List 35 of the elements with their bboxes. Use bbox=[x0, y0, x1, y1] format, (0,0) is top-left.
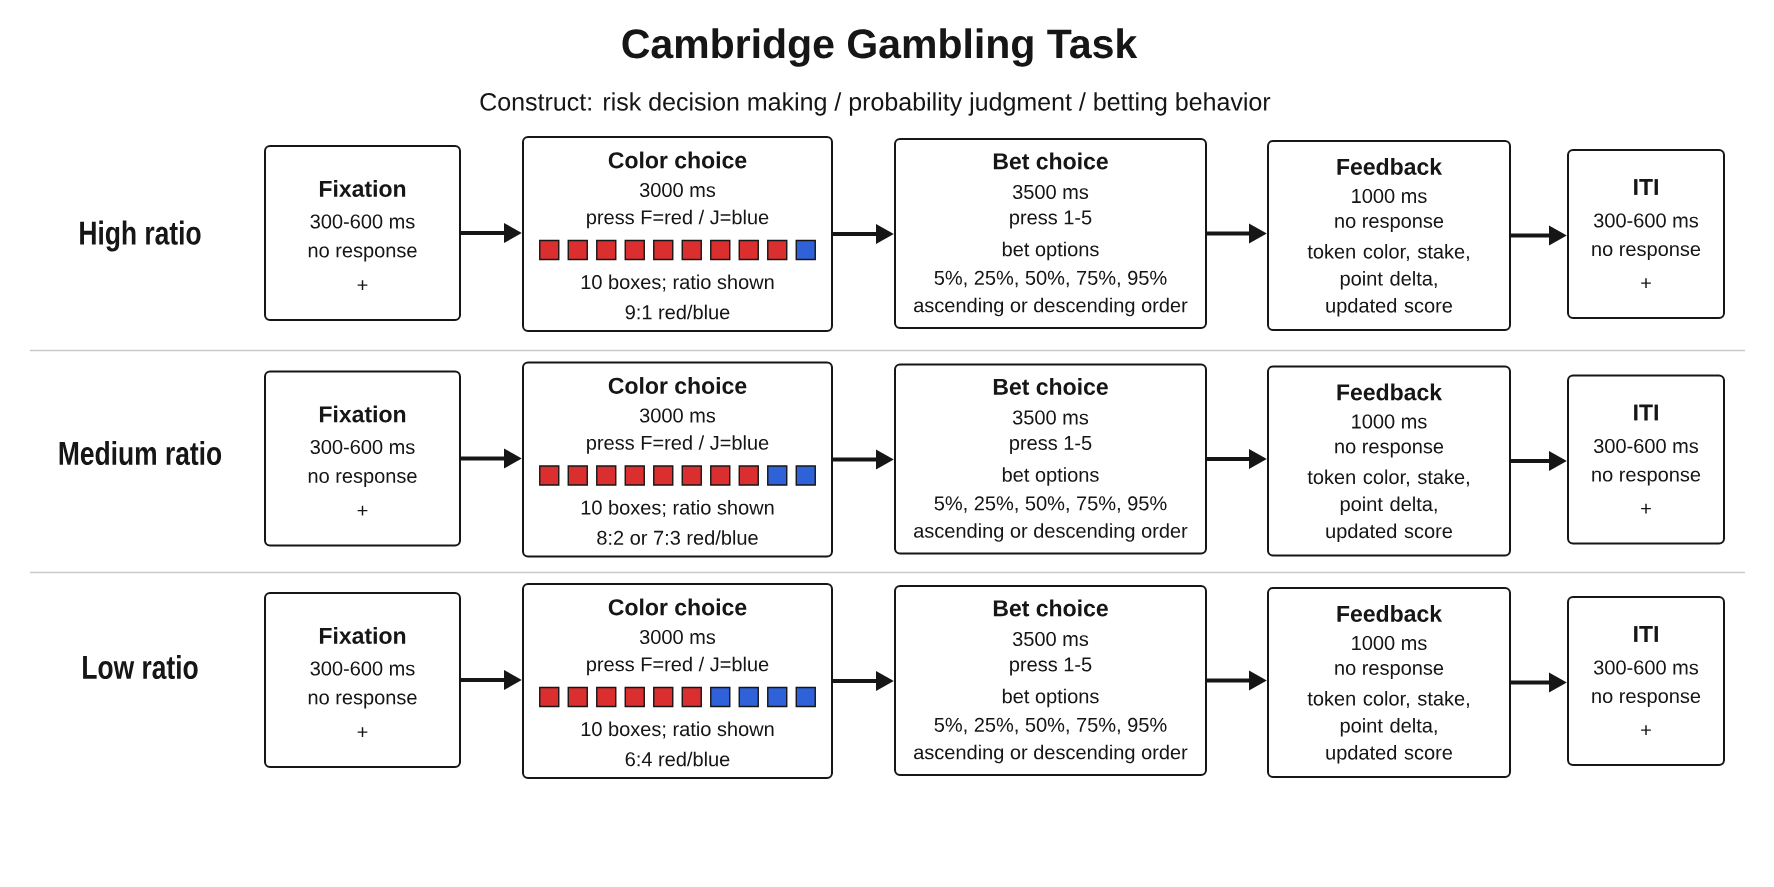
process-box: Fixation 300-600 ms no response + bbox=[264, 592, 461, 768]
process-box: ITI 300-600 ms no response + bbox=[1567, 596, 1725, 766]
process-box: ITI 300-600 ms no response + bbox=[1567, 374, 1725, 545]
process-box: Color choice 3000 ms press F=red / J=blue 10 boxes; ratio shown 9:1 red/blue bbox=[522, 136, 833, 332]
node-label: 10 boxes; ratio shown bbox=[581, 274, 774, 292]
process-box: Bet choice 3500 ms press 1-5 bet options 5%, 25%, 50%, 75%, 95% ascending or descending order bbox=[894, 138, 1207, 329]
subtitle: Construct: risk decision making / probability judgment / betting behavior bbox=[480, 92, 1271, 116]
node-label: 3000 ms bbox=[639, 629, 716, 645]
node-label: press F=red / J=blue bbox=[587, 656, 769, 676]
node-label: 10 boxes; ratio shown bbox=[581, 721, 774, 739]
process-box: Color choice 3000 ms press F=red / J=blue 10 boxes; ratio shown 6:4 red/blue bbox=[522, 583, 833, 779]
process-box: Feedback 1000 ms no response token color, stake, point delta, updated score bbox=[1267, 587, 1511, 778]
process-box: Fixation 300-600 ms no response + bbox=[264, 370, 461, 547]
row-label: Low ratio bbox=[83, 654, 198, 680]
node-label: Color choice bbox=[608, 377, 747, 394]
node-label: Color choice bbox=[608, 598, 747, 616]
node-label: 3000 ms bbox=[639, 408, 716, 423]
node-label: 3000 ms bbox=[639, 182, 716, 198]
title: Cambridge Gambling Task bbox=[622, 28, 1138, 67]
process-box: ITI 300-600 ms no response + bbox=[1567, 149, 1725, 319]
process-box: Bet choice 3500 ms press 1-5 bet options 5%, 25%, 50%, 75%, 95% ascending or descending order bbox=[894, 585, 1207, 776]
process-box: Bet choice 3500 ms press 1-5 bet options 5%, 25%, 50%, 75%, 95% ascending or descending order bbox=[894, 363, 1207, 555]
process-box: Fixation 300-600 ms no response + bbox=[264, 145, 461, 321]
row-label: High ratio bbox=[80, 220, 201, 252]
node-label: press F=red / J=blue bbox=[587, 435, 769, 454]
node-label: press F=red / J=blue bbox=[587, 209, 769, 229]
node-label: 10 boxes; ratio shown bbox=[581, 499, 774, 518]
process-box: Color choice 3000 ms press F=red / J=blue 10 boxes; ratio shown 8:2 or 7:3 red/blue bbox=[522, 361, 833, 558]
node-label: 8:2 or 7:3 red/blue bbox=[597, 530, 758, 545]
process-box: Feedback 1000 ms no response token color, stake, point delta, updated score bbox=[1267, 140, 1511, 331]
node-label: Color choice bbox=[608, 151, 747, 169]
row-label: Medium ratio bbox=[59, 440, 222, 466]
node-label: 9:1 red/blue bbox=[625, 304, 730, 320]
process-box: Feedback 1000 ms no response token color, stake, point delta, updated score bbox=[1267, 365, 1511, 557]
node-label: 6:4 red/blue bbox=[625, 751, 730, 767]
